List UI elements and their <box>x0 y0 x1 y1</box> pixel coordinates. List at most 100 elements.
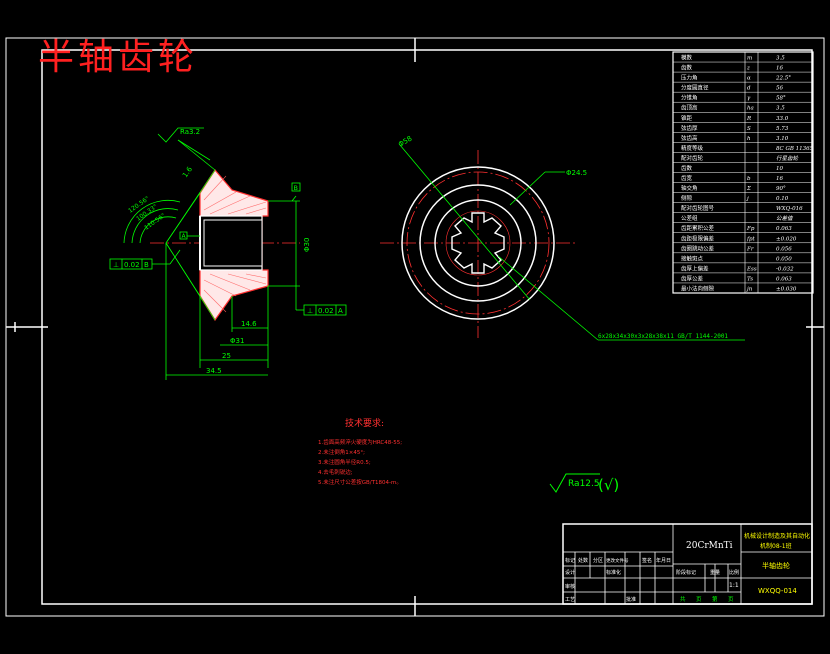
param-value: 58° <box>776 96 786 102</box>
param-value: 16 <box>776 66 783 72</box>
surface-note: Ra12.5 <box>568 479 600 489</box>
tech-req-line-4: 4.去毛刺锐边; <box>318 468 353 476</box>
param-value: 0.063 <box>776 276 792 282</box>
param-name: 齿数 <box>681 164 693 172</box>
param-symbol: Fp <box>746 226 755 232</box>
tech-req-heading: 技术要求: <box>345 417 384 429</box>
chamfer-label: 1.6 <box>181 165 194 179</box>
param-symbol: γ <box>747 96 751 102</box>
row-check: 审核 <box>565 583 575 590</box>
param-name: 齿厚上偏差 <box>681 264 709 272</box>
tech-req-line-2: 2.未注倒角1×45°; <box>318 448 365 456</box>
param-value: 90° <box>776 186 786 192</box>
sheet-border <box>5 37 825 617</box>
row-approve: 批准 <box>626 596 636 603</box>
param-value: 0.063 <box>776 226 792 232</box>
part-name: 半轴齿轮 <box>762 561 790 570</box>
datum-a-box <box>179 231 188 240</box>
param-name: 分锥角 <box>681 94 698 102</box>
param-symbol: h <box>747 136 751 142</box>
param-value: 3.10 <box>776 136 789 142</box>
label-change: 更改文件号 <box>606 557 629 564</box>
general-roughness: Ra12.5 (√) <box>549 473 619 494</box>
label-scale: 比例 <box>729 569 739 576</box>
param-value: 公差值 <box>776 215 794 222</box>
param-name: 齿距累积公差 <box>681 224 715 232</box>
sheet-page1: 页 <box>696 596 702 603</box>
label-date: 年月日 <box>656 557 671 564</box>
param-value: 5.73 <box>776 126 789 132</box>
param-name: 配对齿轮 <box>681 154 704 162</box>
middle-circle <box>419 184 537 302</box>
param-name: 齿宽 <box>681 174 693 182</box>
param-name: 齿数 <box>681 64 693 72</box>
section-view: 120.56° 100.33° 110.56° Ra3.2 1.6 A ⊥ 0.… <box>109 127 347 380</box>
param-symbol: Ess <box>746 266 757 272</box>
tolerance-frame-right <box>296 304 347 316</box>
param-symbol: Ts <box>747 276 753 282</box>
param-name: 精度等级 <box>681 144 704 152</box>
param-name: 锥距 <box>681 114 693 122</box>
spline-note: 6x28x34x30x3x28x38x11 GB/T 1144-2001 <box>598 333 728 340</box>
scale-value: 1:1 <box>729 582 739 589</box>
param-value: 0.10 <box>776 196 789 202</box>
school-name: 机械设计制造及其自动化 <box>744 532 810 540</box>
dim-31: Φ31 <box>230 337 244 345</box>
datum-a-label: A <box>182 233 187 240</box>
drawing-title: 半轴齿轮 <box>38 37 199 78</box>
tol-left-sym: ⊥ <box>113 261 119 269</box>
param-name: 配对齿轮图号 <box>681 204 715 212</box>
tol-right-datum: A <box>338 307 343 315</box>
sheet-page2: 页 <box>728 596 734 603</box>
param-name: 齿距极限偏差 <box>681 234 715 242</box>
param-name: 侧隙 <box>681 194 693 202</box>
param-symbol: m <box>747 56 752 62</box>
sheet-total: 共 <box>680 595 686 603</box>
label-sign: 签名 <box>642 557 652 564</box>
param-value: -0.032 <box>776 266 794 272</box>
param-value: 56 <box>776 86 783 92</box>
drawing-frame <box>41 49 813 605</box>
param-name: 公差组 <box>681 214 698 222</box>
param-value: 33.0 <box>776 116 789 122</box>
param-name: 齿圈跳动公差 <box>681 244 715 252</box>
param-name: 齿厚公差 <box>681 274 704 282</box>
class-name: 机制08-1班 <box>760 542 792 550</box>
tol-right-val: 0.02 <box>318 307 334 315</box>
dim-14-6: 14.6 <box>241 320 257 328</box>
param-symbol: fpt <box>746 236 756 242</box>
param-name: 压力角 <box>681 74 698 82</box>
param-value: 16 <box>776 176 783 182</box>
param-value: 8C GB 11365 <box>776 146 814 152</box>
datum-b-label: B <box>294 184 298 192</box>
param-symbol: b <box>747 176 751 182</box>
datum-b-box <box>291 182 301 192</box>
param-name: 齿顶高 <box>681 104 698 112</box>
param-symbol: ha <box>747 106 754 112</box>
tech-req-line-1: 1.齿面高频淬火硬度为HRC48-55; <box>318 438 402 446</box>
dim-phi58: Φ58 <box>397 135 413 149</box>
tech-req-line-3: 3.未注圆角半径R0.5; <box>318 458 371 466</box>
param-name: 弦齿厚 <box>681 124 698 132</box>
sheet-no: 第 <box>712 595 718 603</box>
dim-phi30: Φ30 <box>303 238 311 252</box>
tolerance-frame-left <box>109 249 181 270</box>
title-block <box>562 523 813 605</box>
technical-requirements: 技术要求: 1.齿面高频淬火硬度为HRC48-55; 2.未注倒角1×45°; … <box>318 417 402 486</box>
param-symbol: Fr <box>746 246 754 252</box>
param-name: 弦齿高 <box>681 134 698 142</box>
title-block-text: 20CrMnTi 机械设计制造及其自动化 机制08-1班 半轴齿轮 WXQQ-0… <box>565 532 810 603</box>
surface-check: (√) <box>598 476 619 494</box>
param-name: 分度圆直径 <box>681 84 709 92</box>
tol-left-datum: B <box>144 261 149 269</box>
param-symbol: jn <box>746 286 753 292</box>
outer-circle <box>401 166 555 320</box>
param-symbol: α <box>747 76 751 82</box>
dim-phi24: Φ24.5 <box>566 169 587 177</box>
param-value: ±0.030 <box>776 286 797 292</box>
param-value: 行星齿轮 <box>776 155 799 162</box>
tech-req-line-5: 5.未注尺寸公差按GB/T1804-m。 <box>318 478 402 486</box>
param-name: 接触斑点 <box>681 254 704 262</box>
param-value: 22.5° <box>775 76 791 82</box>
param-symbol: z <box>746 66 750 72</box>
